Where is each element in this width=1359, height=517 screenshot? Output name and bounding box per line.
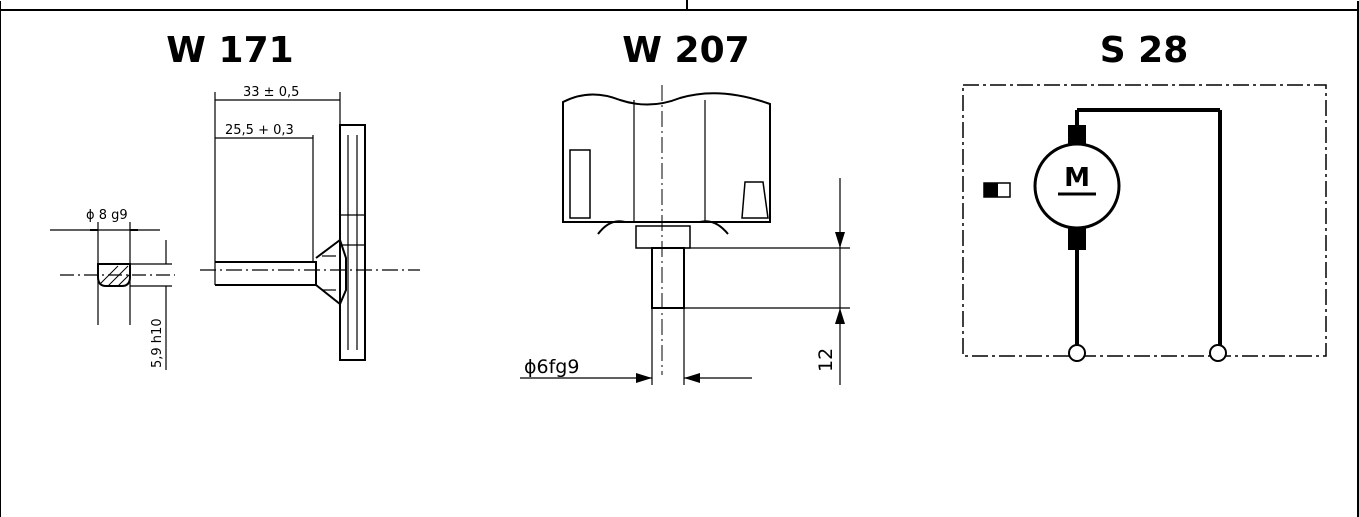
w207-gearbox-body [562,85,771,385]
s28-motor-label: M [1064,163,1090,193]
w171-dim-diameter: ϕ 8 g9 [86,208,128,223]
s28-brush-bottom [1068,228,1086,250]
s28-drawing: S 28 M [962,30,1327,362]
w171-dim-inner: 25,5 + 0,3 [225,123,294,138]
w171-cross-section [50,222,175,370]
w207-dim-diameter: ϕ6fg9 [524,356,579,378]
s28-motor-symbol: M [1033,125,1121,250]
w171-drawing: W 171 ϕ 8 g9 5,9 h10 [50,30,420,370]
s28-terminals [1068,344,1227,362]
s28-title: S 28 [1100,30,1189,71]
s28-motor-circle [1033,142,1121,230]
w207-drawing: W 207 ϕ6fg9 12 [520,30,850,385]
w207-title: W 207 [622,30,749,71]
s28-circuit-wires [1075,108,1222,345]
w171-dim-overall: 33 ± 0,5 [243,85,299,100]
s28-terminal-left [1068,344,1086,362]
s28-terminal-right [1209,344,1227,362]
s28-enclosure [962,84,1327,357]
w207-dimension-lines [520,178,850,385]
s28-brush-top [1068,125,1086,145]
w171-side-view [200,92,420,361]
s28-switch-symbol [983,182,1011,198]
w171-title: W 171 [166,30,293,71]
w207-dim-length: 12 [815,348,837,372]
w171-dim-flat: 5,9 h10 [150,318,165,368]
